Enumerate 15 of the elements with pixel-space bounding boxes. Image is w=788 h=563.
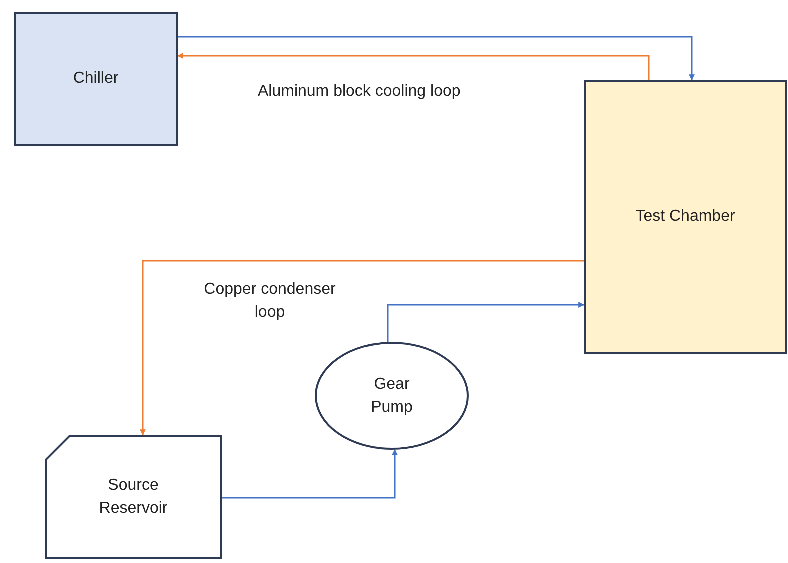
node-label: Test Chamber <box>634 207 736 228</box>
arrow <box>140 260 584 436</box>
loop-label: Aluminum block cooling loop <box>258 82 462 102</box>
node-label: Source Reservoir <box>98 476 169 519</box>
reservoir-shape <box>45 435 222 559</box>
loop-label: Copper condenser loop <box>203 280 337 324</box>
arrow <box>222 449 398 499</box>
arrow <box>387 302 585 342</box>
chiller-box <box>14 12 178 146</box>
arrow <box>177 53 650 80</box>
chamber-box <box>584 80 787 354</box>
node-label: Gear Pump <box>370 374 414 418</box>
pump-ellipse <box>315 342 469 450</box>
arrow <box>178 36 695 81</box>
node-label: Chiller <box>72 69 120 90</box>
